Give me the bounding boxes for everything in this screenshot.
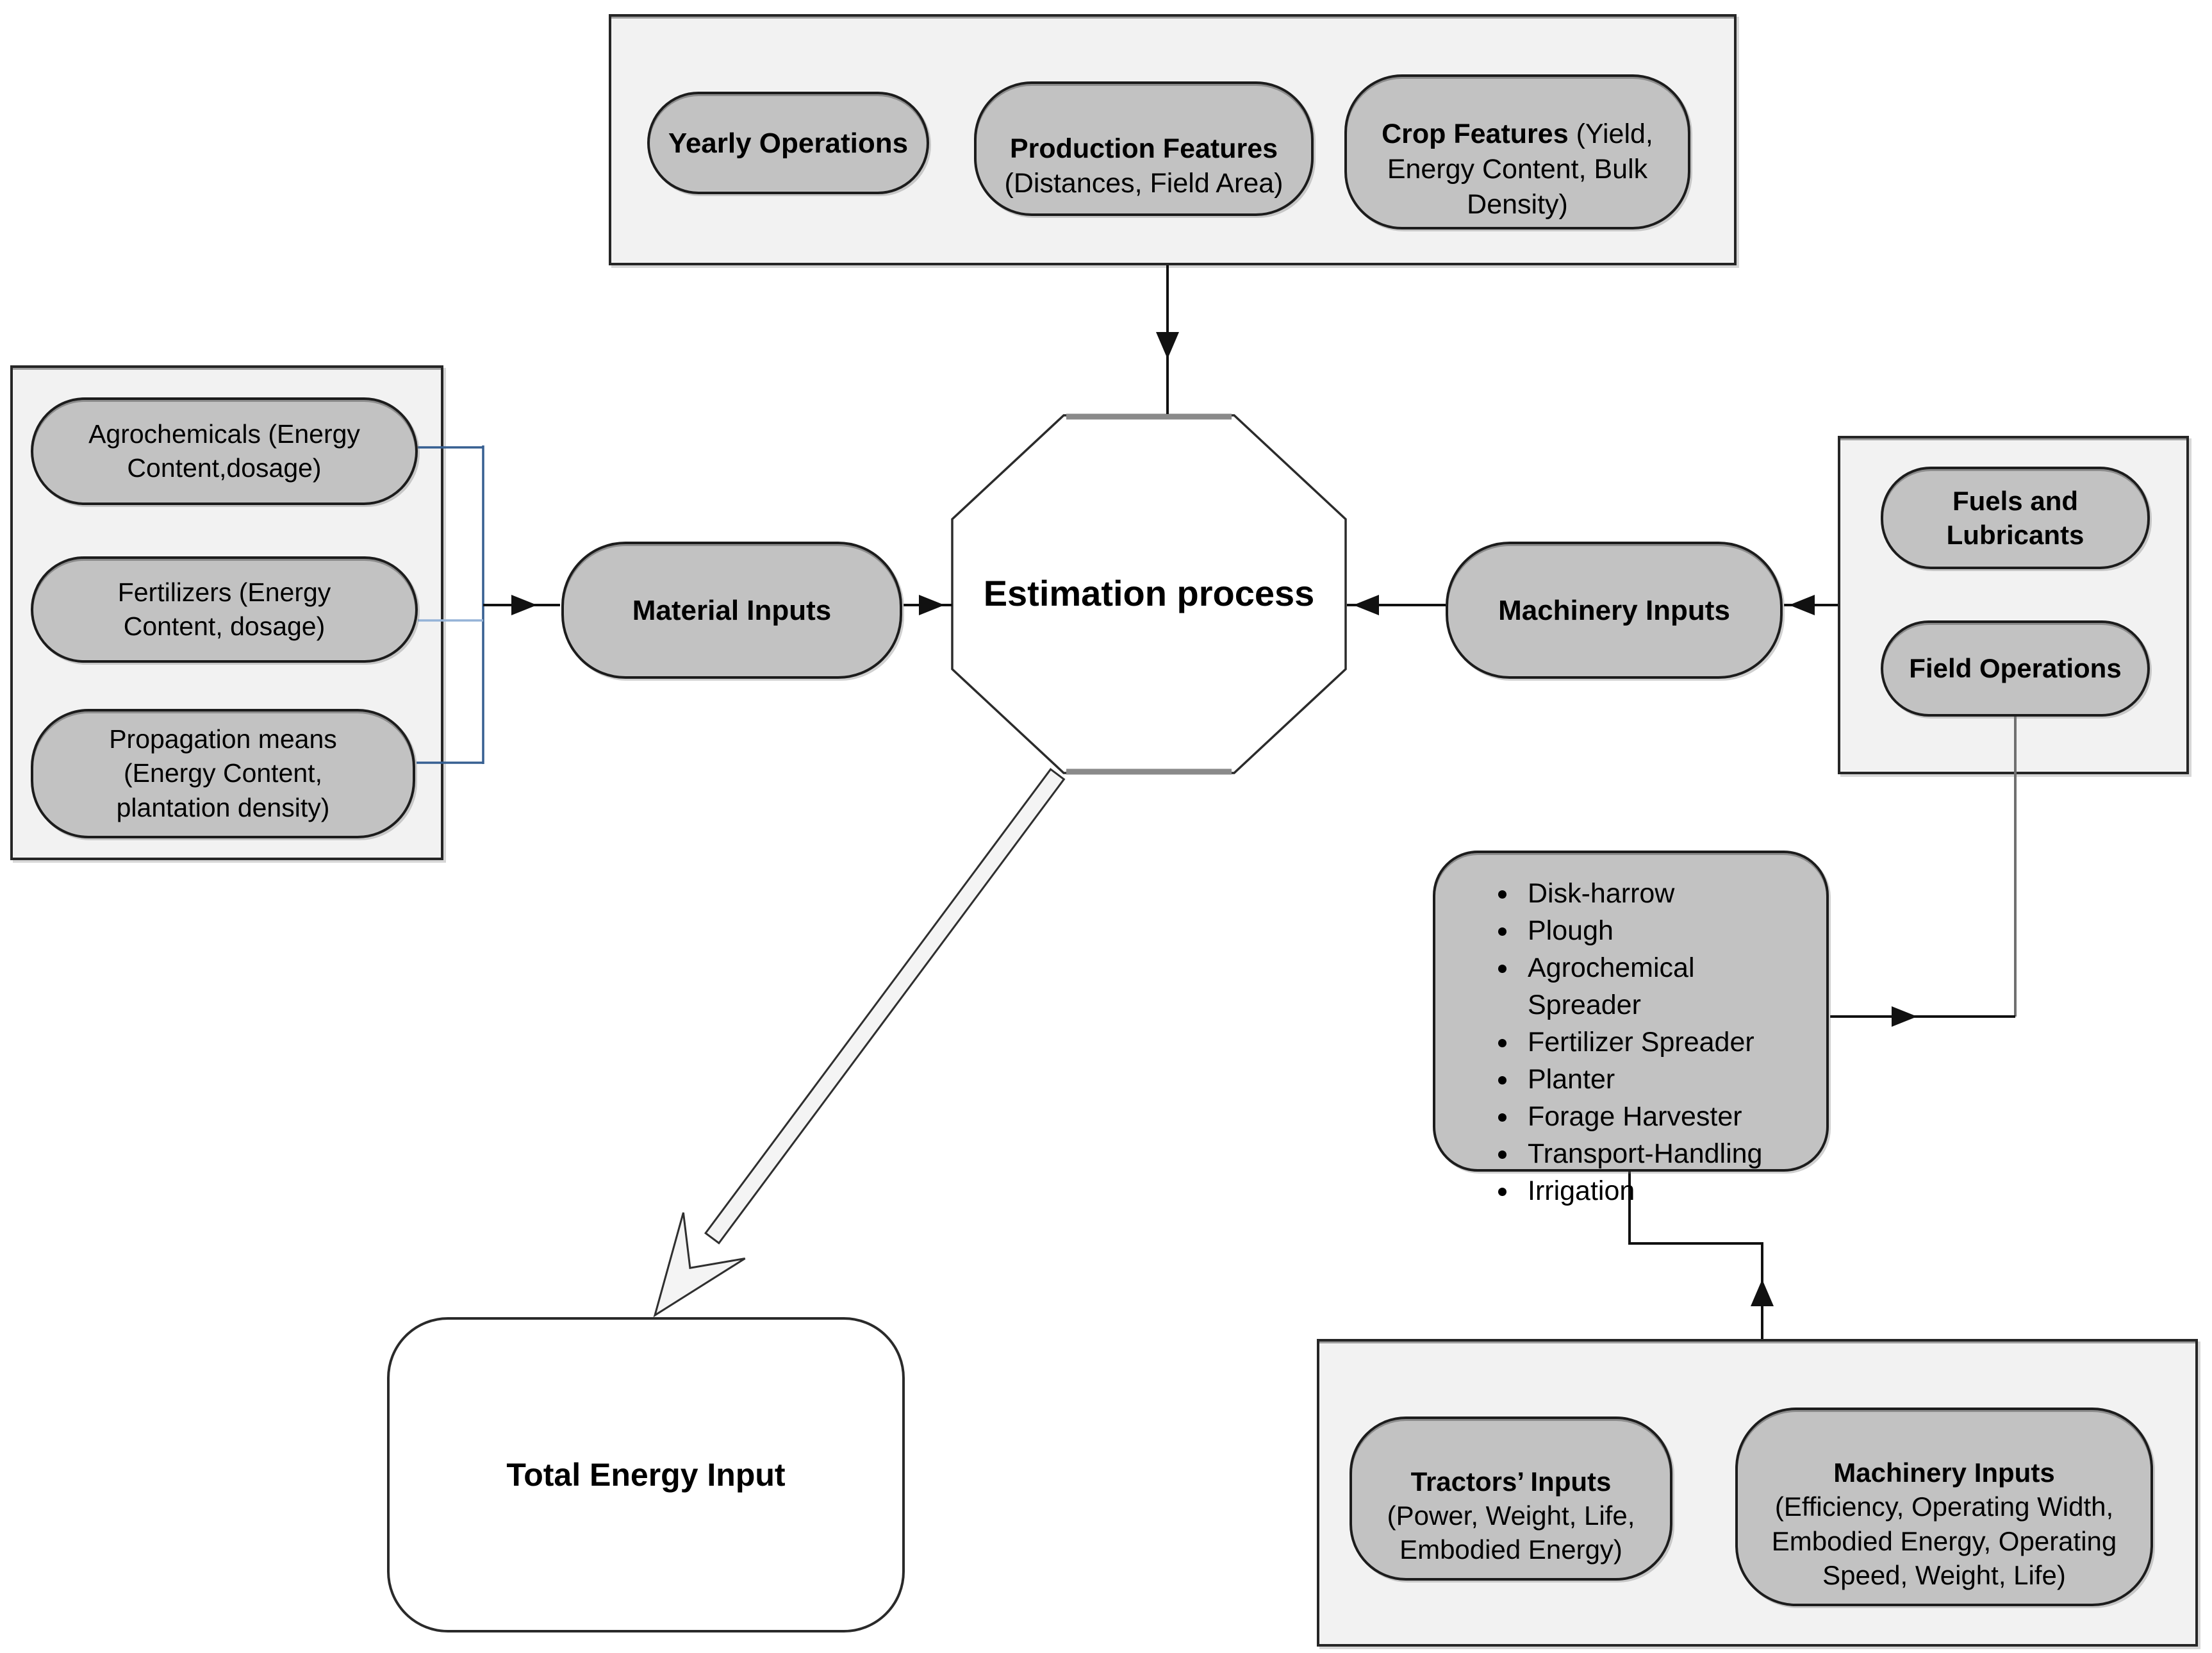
node-total-energy-input: Total Energy Input xyxy=(387,1317,905,1632)
arrowhead-up-icon xyxy=(1751,1279,1774,1306)
node-fertilizers: Fertilizers (Energy Content, dosage) xyxy=(31,556,418,663)
list-item: Transport-Handling xyxy=(1519,1135,1813,1172)
estimation-process-label: Estimation process xyxy=(983,573,1315,613)
arrowhead-right-icon xyxy=(919,595,945,615)
list-item: Disk-harrow xyxy=(1519,875,1813,912)
node-label: Production Features(Distances, Field Are… xyxy=(1004,133,1283,199)
list-item: Forage Harvester xyxy=(1519,1098,1813,1135)
arrowhead-left-icon xyxy=(1353,595,1379,615)
implements-list: Disk-harrow Plough Agrochemical Spreader… xyxy=(1435,853,1826,1209)
list-item: Agrochemical Spreader xyxy=(1519,949,1813,1024)
node-production-features: Production Features(Distances, Field Are… xyxy=(974,81,1314,216)
node-material-inputs: Material Inputs xyxy=(561,542,902,679)
arrowhead-right-icon xyxy=(511,595,537,615)
node-machinery-inputs-detail: Machinery Inputs(Efficiency, Operating W… xyxy=(1735,1408,2153,1606)
list-item: Plough xyxy=(1519,912,1813,949)
node-label: Machinery Inputs xyxy=(1498,594,1730,626)
arrowhead-right-icon xyxy=(1892,1006,1917,1027)
node-label: Propagation means (Energy Content, plant… xyxy=(109,724,337,822)
node-label: Total Energy Input xyxy=(506,1457,786,1493)
implements-list-box: Disk-harrow Plough Agrochemical Spreader… xyxy=(1433,851,1829,1206)
node-yearly-operations: Yearly Operations xyxy=(647,92,929,194)
arrowhead-left-icon xyxy=(1789,595,1815,615)
list-item: Planter xyxy=(1519,1061,1813,1098)
node-propagation-means: Propagation means (Energy Content, plant… xyxy=(31,709,415,838)
node-machinery-inputs: Machinery Inputs xyxy=(1446,542,1783,679)
arrowhead-down-icon xyxy=(1156,332,1179,359)
node-tractors-inputs: Tractors’ Inputs(Power, Weight, Life, Em… xyxy=(1349,1416,1672,1581)
node-fuels-and-lubricants: Fuels and Lubricants xyxy=(1881,467,2150,569)
node-label: Field Operations xyxy=(1909,653,2122,684)
node-label: Agrochemicals (Energy Content,dosage) xyxy=(88,419,360,483)
node-label: Material Inputs xyxy=(632,594,832,626)
node-crop-features: Crop Features (Yield, Energy Content, Bu… xyxy=(1344,74,1690,229)
node-label: Fuels and Lubricants xyxy=(1946,485,2084,550)
total-energy-arrowhead-icon xyxy=(653,1212,746,1318)
node-label: Yearly Operations xyxy=(668,127,909,159)
list-item: Fertilizer Spreader xyxy=(1519,1024,1813,1061)
total-energy-arrow-shaft xyxy=(704,768,1066,1245)
node-label: Tractors’ Inputs(Power, Weight, Life, Em… xyxy=(1387,1466,1635,1565)
node-label: Fertilizers (Energy Content, dosage) xyxy=(117,577,331,641)
node-label: Crop Features (Yield, Energy Content, Bu… xyxy=(1382,119,1653,220)
node-label: Machinery Inputs(Efficiency, Operating W… xyxy=(1771,1458,2117,1590)
node-agrochemicals: Agrochemicals (Energy Content,dosage) xyxy=(31,397,418,505)
list-item: Irrigation xyxy=(1519,1172,1813,1209)
node-field-operations: Field Operations xyxy=(1881,620,2150,717)
estimation-process-octagon xyxy=(951,414,1347,774)
